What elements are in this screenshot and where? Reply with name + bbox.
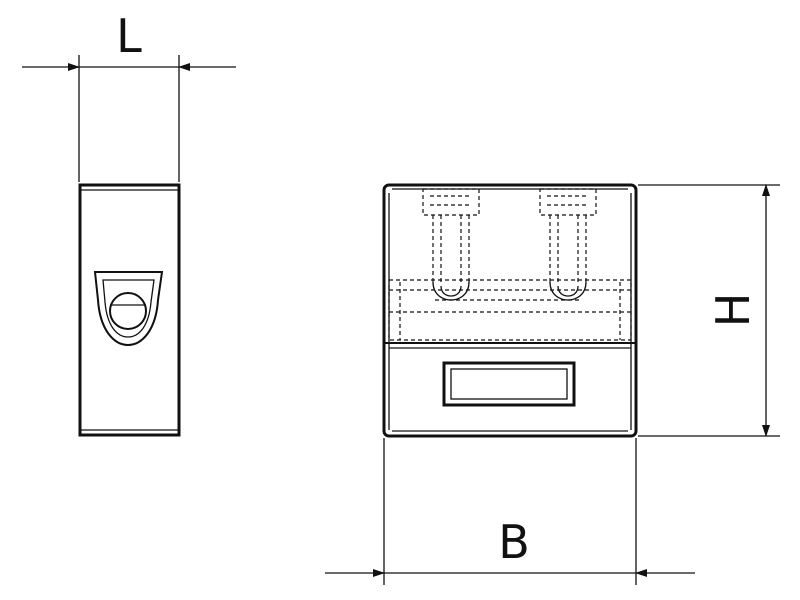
side-view <box>78 183 181 437</box>
dimension-h: H <box>638 184 780 437</box>
terminal-channel-hidden <box>388 279 632 341</box>
side-view-body <box>78 183 181 437</box>
front-view-body <box>382 183 638 438</box>
dimension-label-h: H <box>706 293 760 328</box>
left-screw-hidden <box>422 188 480 301</box>
dimension-l: L <box>22 9 236 182</box>
dimension-label-l: L <box>116 9 142 63</box>
screw-hole-circle <box>109 292 147 330</box>
label-window-inner <box>450 368 568 400</box>
front-view <box>382 183 638 438</box>
right-screw-hidden <box>539 188 597 301</box>
cable-slot-outline <box>93 271 164 347</box>
cable-slot-inner <box>102 279 155 338</box>
dimension-label-b: B <box>498 515 530 569</box>
label-window <box>442 361 576 407</box>
dimension-b: B <box>325 438 695 585</box>
